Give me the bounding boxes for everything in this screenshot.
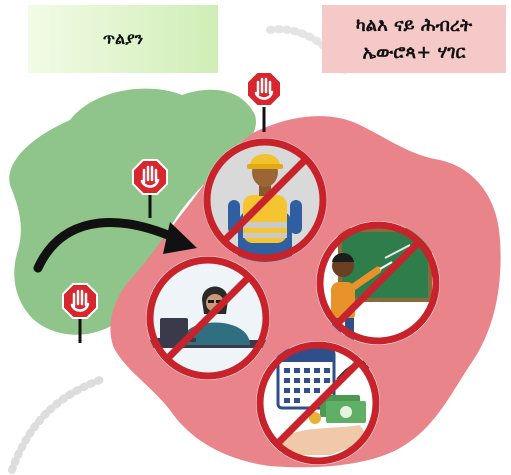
stop-sign-icon [62,283,98,343]
stop-sign-icon [246,71,282,132]
no-teaching-icon [316,221,440,345]
italy-label: ጥልያን [28,5,218,73]
non-eu-label-line-1: ካልእ ናይ ሕብረት [355,15,473,36]
no-office-work-icon [146,256,270,380]
arrow-icon [33,218,180,273]
non-eu-label-text: ካልእ ናይ ሕብረት ኤውሮጳ+ ሃገር [356,12,472,66]
italy-label-text: ጥልያን [102,29,144,48]
arrow-head-icon [163,222,197,254]
non-eu-country-label: ካልእ ናይ ሕብረት ኤውሮጳ+ ሃገር [322,5,506,73]
no-paid-work-icon [256,341,380,465]
italy-region [9,88,256,335]
no-construction-work-icon [203,138,327,262]
decorative-dots-left [8,376,104,474]
stop-sign-icon [132,159,168,218]
non-eu-label-line-2: ኤውሮጳ+ ሃገር [362,42,466,63]
